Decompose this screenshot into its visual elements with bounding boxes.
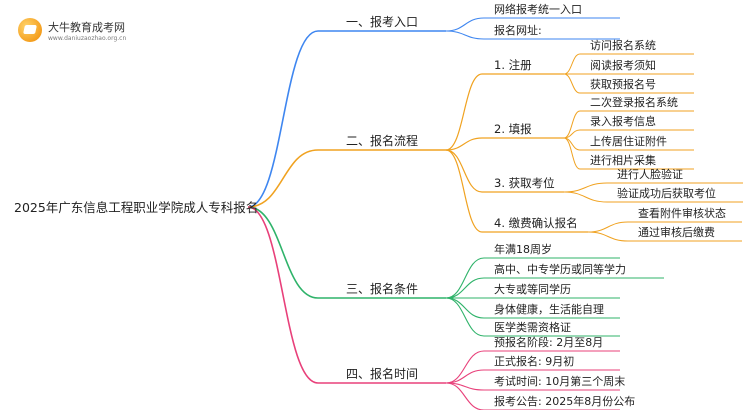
mindmap-edges (247, 17, 743, 410)
leaf-node: 预报名阶段: 2月至8月 (494, 335, 603, 349)
root-node: 2025年广东信息工程职业学院成人专科报名 (14, 200, 258, 215)
leaf-edge-1-1 (563, 53, 581, 75)
leaf-node: 阅读报考须知 (590, 58, 656, 72)
leaf-edge-4-2 (445, 369, 485, 384)
leaf-node: 医学类需资格证 (494, 320, 571, 334)
leaf-edge-3-5 (445, 297, 485, 337)
leaf-node: 录入报考信息 (590, 114, 656, 128)
leaf-node: 查看附件审核状态 (638, 206, 726, 220)
leaf-node: 上传居住证附件 (590, 134, 667, 148)
leaf-node: 高中、中专学历或同等学力 (494, 262, 626, 276)
branch-label-1: 一、报考入口 (346, 14, 418, 29)
leaf-edge-1-2 (445, 30, 485, 40)
branch-label-2: 二、报名流程 (346, 133, 418, 148)
leaf-node: 正式报名: 9月初 (494, 354, 574, 368)
branch-label-4: 四、报名时间 (346, 366, 418, 381)
leaf-edge-3-1 (563, 182, 608, 193)
sub-edge-1 (445, 73, 483, 151)
leaf-edge-3-1 (445, 257, 485, 299)
leaf-node: 获取预报名号 (590, 77, 656, 91)
leaf-edge-2-4 (563, 137, 581, 170)
leaf-node: 年满18周岁 (494, 242, 552, 256)
logo-url: www.daniuzaozhao.org.cn (48, 35, 127, 42)
leaf-node: 报考公告: 2025年8月份公布 (494, 394, 635, 408)
leaf-node: 二次登录报名系统 (590, 95, 678, 109)
leaf-edge-3-2 (445, 277, 485, 299)
sub-edge-3 (445, 149, 483, 193)
leaf-edge-3-2 (563, 191, 608, 203)
leaf-node: 进行相片采集 (590, 153, 656, 167)
leaf-edge-4-4 (445, 382, 485, 410)
branch-edge-2 (247, 149, 319, 208)
logo-title: 大牛教育成考网 (48, 21, 125, 34)
sub-label-2: 2. 填报 (494, 122, 532, 136)
leaf-node: 通过审核后缴费 (638, 225, 715, 239)
leaf-edge-4-1 (445, 350, 485, 384)
branch-label-3: 三、报名条件 (346, 281, 418, 296)
leaf-edge-3-4 (445, 297, 485, 319)
branch-edge-3 (247, 206, 319, 299)
leaf-edge-4-2 (587, 231, 629, 242)
sub-edge-4 (445, 149, 483, 233)
leaf-node: 报名网址: (494, 23, 542, 37)
leaf-node: 网络报考统一入口 (494, 2, 582, 16)
leaf-edge-2-2 (563, 129, 581, 139)
sub-label-4: 4. 缴费确认报名 (494, 216, 578, 230)
leaf-edge-2-1 (563, 110, 581, 139)
leaf-node: 大专或等同学历 (494, 282, 571, 296)
book-badge-icon (18, 18, 42, 42)
sub-edge-2 (445, 137, 483, 151)
leaf-edge-1-3 (563, 73, 581, 94)
branch-edge-4 (247, 206, 319, 384)
leaf-edge-1-1 (445, 17, 485, 32)
leaf-node: 身体健康，生活能自理 (494, 302, 604, 316)
mindmap-labels: 2025年广东信息工程职业学院成人专科报名 一、报考入口 网络报考统一入口报名网址… (14, 2, 726, 408)
leaf-edge-4-1 (587, 221, 629, 233)
branch-edge-1 (247, 30, 319, 208)
leaf-node: 进行人脸验证 (617, 167, 683, 181)
site-logo: 大牛教育成考网 www.daniuzaozhao.org.cn (18, 14, 138, 48)
leaf-node: 验证成功后获取考位 (617, 186, 716, 200)
sub-label-1: 1. 注册 (494, 58, 532, 72)
leaf-node: 访问报名系统 (590, 38, 656, 52)
sub-label-3: 3. 获取考位 (494, 176, 555, 190)
leaf-node: 考试时间: 10月第三个周末 (494, 374, 625, 388)
